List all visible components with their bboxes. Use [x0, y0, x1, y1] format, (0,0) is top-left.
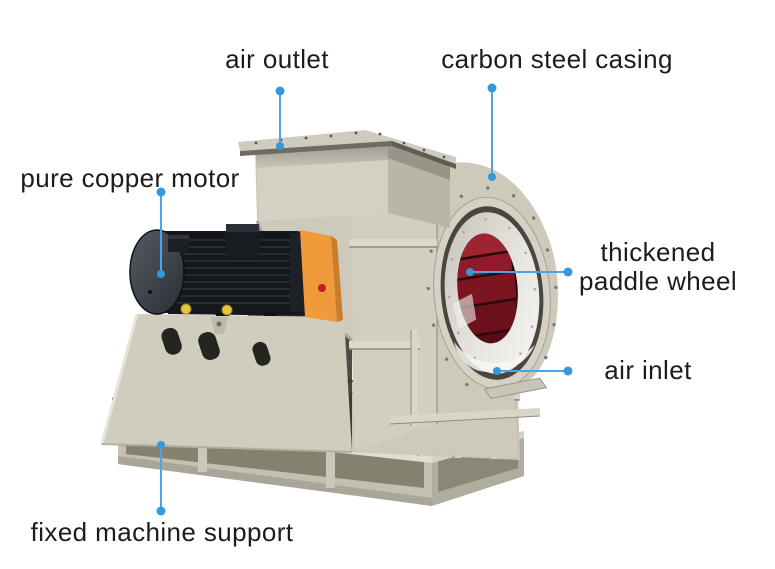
air-inlet-ring — [426, 186, 558, 400]
annotation-dot — [493, 367, 501, 375]
annotation-dot — [156, 506, 166, 516]
label-air-outlet: air outlet — [225, 44, 329, 74]
inlet-flange-lip — [483, 377, 548, 400]
cone-highlight-2 — [452, 293, 477, 330]
outlet-flange — [238, 130, 456, 164]
cone-highlight — [454, 341, 535, 373]
label-pure-copper-motor: pure copper motor — [20, 163, 240, 193]
belt-guard — [300, 230, 337, 322]
label-carbon-steel-casing: carbon steel casing — [441, 44, 673, 74]
annotation-dot — [275, 86, 285, 96]
annotation-dot — [563, 366, 573, 376]
annotation-lines — [160, 88, 568, 511]
foot-bolt — [180, 303, 192, 315]
label-air-inlet: air inlet — [604, 355, 692, 385]
motor — [129, 224, 343, 322]
motor-pedestal — [100, 313, 353, 453]
annotation-dots — [156, 83, 573, 516]
annotation-dot — [488, 173, 496, 181]
annotation-dot — [487, 83, 497, 93]
annotation-dot — [563, 267, 573, 277]
air-outlet-duct — [238, 130, 456, 228]
label-thickened-paddle-wheel: thickened paddle wheel — [579, 238, 737, 296]
label-thickened-paddle-wheel-line2: paddle wheel — [578, 266, 738, 296]
annotation-dot — [276, 142, 284, 150]
annotation-dot — [156, 187, 166, 197]
foot-bolt — [221, 304, 233, 316]
annotation-dot — [157, 270, 165, 278]
annotation-dot — [157, 441, 165, 449]
label-thickened-paddle-wheel-line1: thickened — [600, 237, 716, 267]
label-fixed-machine-support: fixed machine support — [30, 517, 294, 547]
annotation-dot — [466, 268, 474, 276]
